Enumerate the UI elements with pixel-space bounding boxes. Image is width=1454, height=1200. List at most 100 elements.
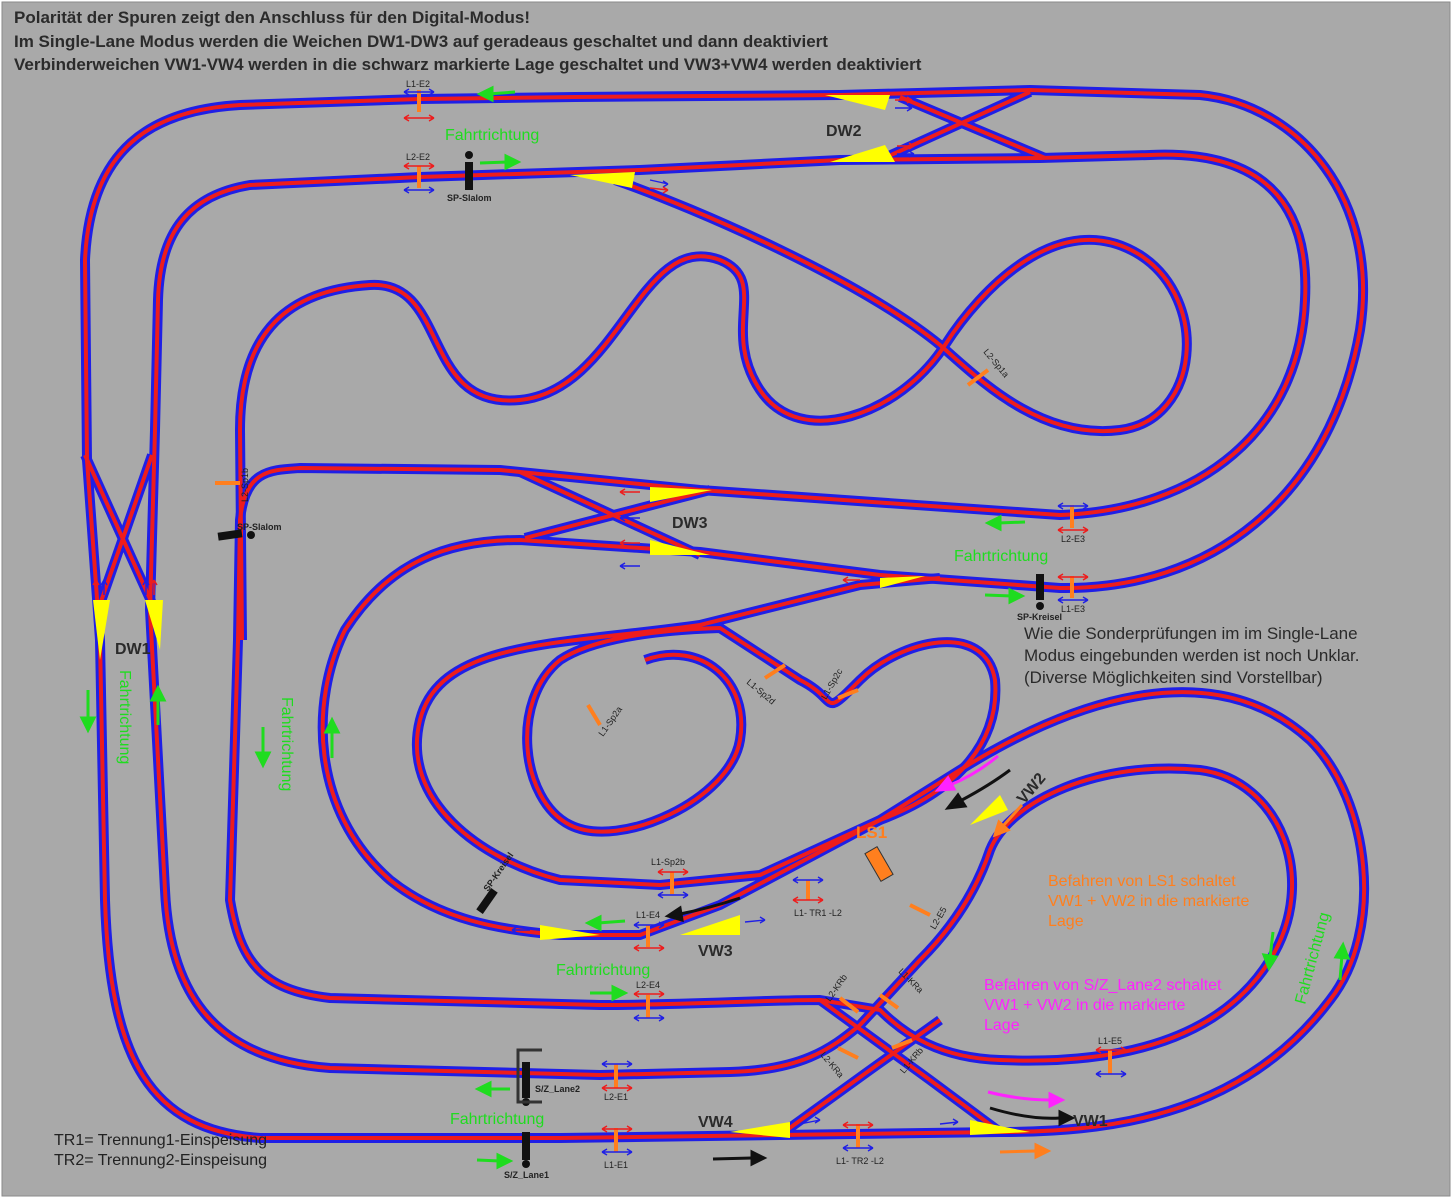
direction-arrows <box>79 85 1351 1170</box>
legend-tr2: TR2= Trennung2-Einspeisung <box>54 1152 268 1169</box>
magenta-arrow-icon <box>934 754 999 792</box>
special-test-note-line: Modus eingebunden werden ist noch Unklar… <box>1024 646 1360 665</box>
direction-arrow-icon <box>323 716 341 758</box>
black-arrow-icon <box>664 896 741 923</box>
feed-marker-l1-sp2c <box>837 688 859 700</box>
direction-label: Fahrtrichtung <box>445 127 539 144</box>
direction-label: Fahrtrichtung <box>450 1111 544 1128</box>
sz-lane2-note-line: Lage <box>984 1017 1020 1034</box>
sz-lane2-note-line: Befahren von S/Z_Lane2 schaltet <box>984 977 1222 994</box>
polarity-arrows <box>92 88 1127 1156</box>
direction-arrow-icon <box>1261 931 1279 972</box>
vw3-wedge-right <box>680 915 740 935</box>
black-arrow-icon <box>712 1149 768 1167</box>
direction-label: Fahrtrichtung <box>278 697 295 791</box>
feed-label-l2-e2: L2-E2 <box>406 152 430 162</box>
vw4-wedge <box>730 1122 790 1138</box>
special-test-note-line: (Diverse Möglichkeiten sind Vorstellbar) <box>1024 668 1323 687</box>
legend: TR1= Trennung1-Einspeisung TR2= Trennung… <box>54 1131 267 1171</box>
direction-arrow-icon <box>984 587 1026 605</box>
switch-label-vw4: VW4 <box>698 1114 733 1131</box>
ls1-note-line: VW1 + VW2 in die markierte <box>1048 893 1250 910</box>
sensor-sp-kreisel-left <box>476 888 498 914</box>
sensor-label-sp-kreisel: SP-Kreisel <box>1017 612 1062 622</box>
sensor-sp-slalom-left <box>217 529 243 541</box>
sensor-sz-lane1 <box>522 1132 530 1160</box>
sensor-label-sz-lane1: S/Z_Lane1 <box>504 1170 549 1180</box>
switch-label-dw1: DW1 <box>115 641 151 658</box>
vw2-wedge <box>970 795 1008 825</box>
sensor-label-sz-lane2: S/Z_Lane2 <box>535 1084 580 1094</box>
header-line-1: Polarität der Spuren zeigt den Anschluss… <box>14 8 531 27</box>
direction-label: Fahrtrichtung <box>556 962 650 979</box>
black-arrow-icon <box>989 1106 1076 1127</box>
direction-arrow-icon <box>479 153 522 171</box>
black-arrow-icon <box>944 768 1011 810</box>
kreisel-wedge <box>880 576 925 588</box>
direction-arrow-icon <box>149 684 167 725</box>
switch-label-dw2: DW2 <box>826 123 862 140</box>
sensor-label-sp-slalom: SP-Slalom <box>237 522 282 532</box>
feed-marker-l2-e5 <box>909 903 931 917</box>
dw3-wedge-bottom <box>650 540 710 555</box>
feed-marker-l2-sp1a <box>966 368 990 387</box>
ls1-note: Befahren von LS1 schaltet VW1 + VW2 in d… <box>1048 872 1249 932</box>
feed-label-l1-e3: L1-E3 <box>1061 604 1085 614</box>
ls1-label: LS1 <box>856 823 887 842</box>
slalom-wedge <box>570 172 635 188</box>
dw2-wedge-top <box>825 95 890 110</box>
special-test-note-line: Wie die Sonderprüfungen im im Single-Lan… <box>1024 624 1358 643</box>
vw3-wedge <box>540 925 600 940</box>
feed-label-l1-e2: L1-E2 <box>406 79 430 89</box>
orange-arrow-icon <box>999 1142 1052 1160</box>
feed-label-l1-e4: L1-E4 <box>636 910 660 920</box>
header-line-3: Verbinderweichen VW1-VW4 werden in die s… <box>14 55 922 74</box>
vw1-wedge <box>970 1120 1030 1135</box>
direction-arrow-icon <box>984 514 1026 532</box>
switch-wedges <box>93 95 1030 1138</box>
direction-arrow-icon <box>584 914 626 932</box>
feed-label-l1-tr1-l2: L1- TR1 -L2 <box>794 908 842 918</box>
direction-label: Fahrtrichtung <box>954 548 1048 565</box>
feed-markers <box>215 90 1112 1152</box>
switch-label-dw3: DW3 <box>672 515 708 532</box>
feed-marker-l1-kra <box>878 993 900 1010</box>
single-lane-arrows <box>664 768 1076 1167</box>
switch-label-vw1: VW1 <box>1073 1113 1108 1130</box>
feed-label-l1-e1: L1-E1 <box>604 1160 628 1170</box>
direction-arrow-icon <box>474 1080 510 1098</box>
feed-label-l2-e4: L2-E4 <box>636 980 660 990</box>
switch-label-vw3: VW3 <box>698 943 733 960</box>
feed-label-l2-sp1b: L2-Sp1b <box>240 468 250 502</box>
dw1-wedge-right <box>145 600 163 650</box>
feed-marker-l1-krb <box>891 1038 913 1050</box>
dw2-wedge-bottom <box>830 145 895 162</box>
sensor-sz-lane2 <box>522 1062 530 1098</box>
feed-marker-l1-sp2a <box>586 703 602 727</box>
feed-label-l1-tr2-l2: L1- TR2 -L2 <box>836 1156 884 1166</box>
feed-label-l2-e3: L2-E3 <box>1061 534 1085 544</box>
feed-marker-l2-kra <box>837 1046 859 1060</box>
special-test-note: Wie die Sonderprüfungen im im Single-Lan… <box>1024 623 1360 689</box>
direction-arrow-icon <box>476 85 516 103</box>
feed-marker-l2-krb <box>838 996 860 1014</box>
ls1-sensor <box>864 845 894 883</box>
feed-marker-l1-sp2d <box>763 663 787 680</box>
feed-label-l1-sp2b: L1-Sp2b <box>651 857 685 867</box>
direction-arrow-icon <box>1333 941 1351 981</box>
dw1-wedge-left <box>93 600 110 660</box>
sensor-label-sp-slalom: SP-Slalom <box>447 193 492 203</box>
orange-arrows <box>992 803 1052 1160</box>
sensor-sp-kreisel-right <box>1036 574 1044 600</box>
magenta-arrows <box>934 754 1066 1109</box>
feed-label-l1-e5: L1-E5 <box>1098 1036 1122 1046</box>
sz-lane2-bracket <box>516 1048 542 1104</box>
direction-label: Fahrtrichtung <box>116 670 133 764</box>
direction-arrow-icon <box>590 984 629 1002</box>
sz-lane2-note: Befahren von S/Z_Lane2 schaltet VW1 + VW… <box>984 976 1222 1036</box>
sz-lane2-note-line: VW1 + VW2 in die markierte <box>984 997 1186 1014</box>
magenta-arrow-icon <box>987 1090 1066 1109</box>
direction-arrow-icon <box>79 690 97 734</box>
